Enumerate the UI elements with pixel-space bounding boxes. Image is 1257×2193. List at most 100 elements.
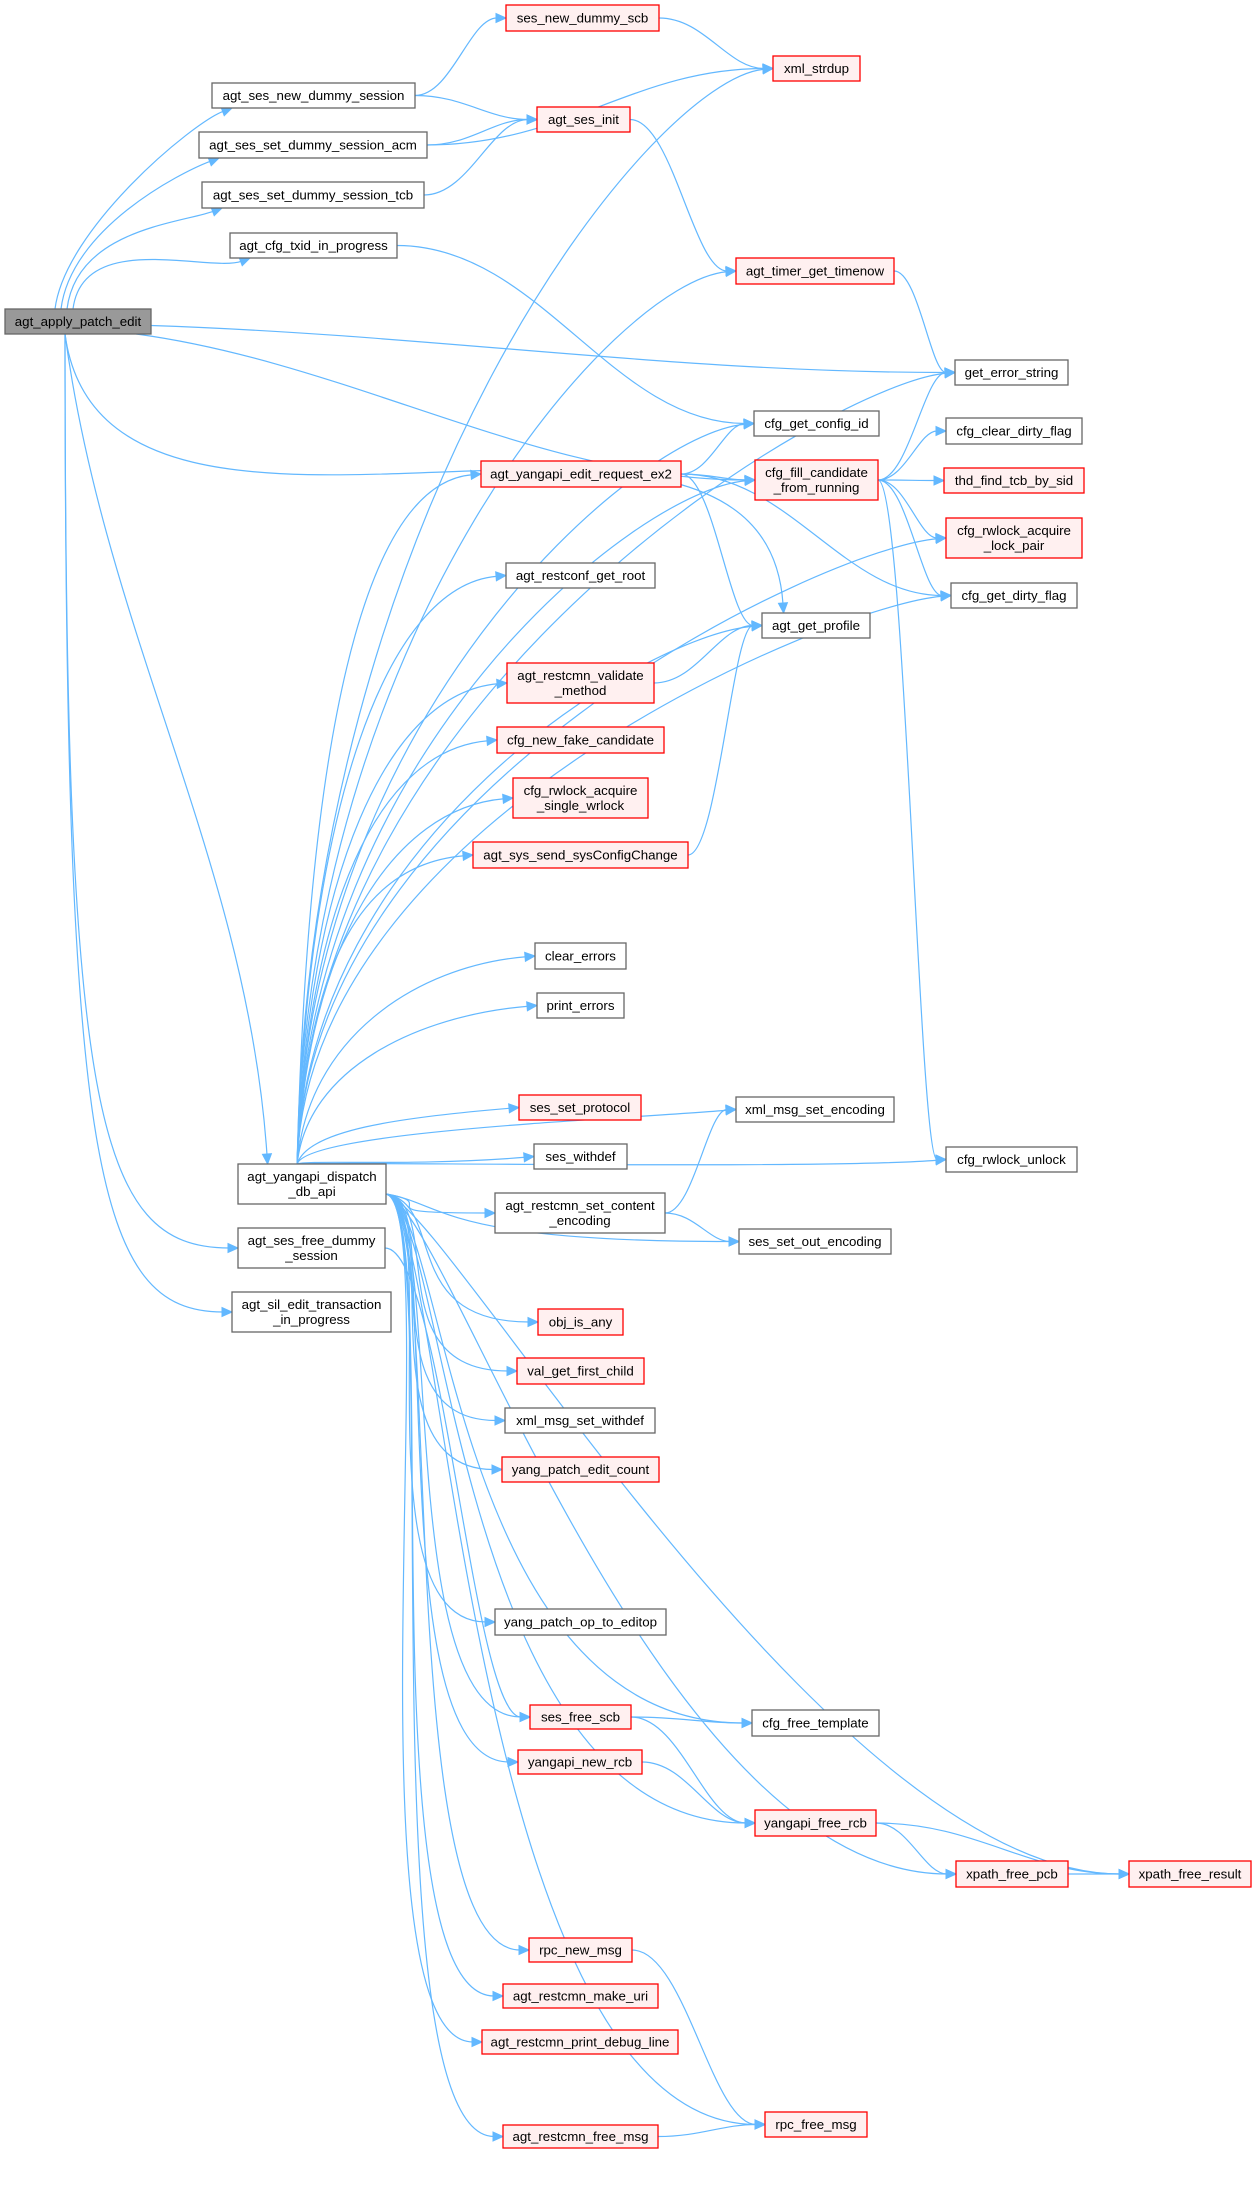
node-rpc-new-msg[interactable]: rpc_new_msg [528, 1937, 633, 1963]
node-xpath-free-result[interactable]: xpath_free_result [1128, 1860, 1252, 1888]
node-get-error-string[interactable]: get_error_string [954, 359, 1069, 386]
node-box [505, 562, 656, 589]
node-label: cfg_rwlock_acquire [524, 783, 638, 798]
arrowhead-icon [725, 266, 738, 278]
node-label: _session [284, 1248, 337, 1263]
node-label: clear_errors [545, 949, 616, 964]
edge-line [385, 1193, 474, 2043]
edge-agt-ses-new-dummy-session-to-ses-new-dummy-scb [414, 12, 508, 97]
node-agt-apply-patch-edit[interactable]: agt_apply_patch_edit [4, 308, 152, 335]
node-agt-ses-set-dummy-session-tcb[interactable]: agt_ses_set_dummy_session_tcb [201, 181, 425, 209]
edge-agt-yangapi-dispatch-db-api-to-ses-set-out-encoding [385, 1193, 741, 1247]
edge-agt-apply-patch-edit-to-agt-sil-edit-transaction-in-progress [64, 333, 234, 1318]
node-cfg-free-template[interactable]: cfg_free_template [751, 1709, 880, 1737]
node-obj-is-any[interactable]: obj_is_any [537, 1308, 624, 1336]
edge-line [664, 1212, 731, 1243]
node-ses-withdef[interactable]: ses_withdef [533, 1143, 628, 1170]
node-agt-sil-edit-transaction-in-progress[interactable]: agt_sil_edit_transaction_in_progress [231, 1291, 392, 1333]
node-label: ses_new_dummy_scb [517, 11, 649, 26]
edge-line [877, 479, 943, 597]
edge-line [296, 1156, 526, 1165]
node-ses-set-out-encoding[interactable]: ses_set_out_encoding [738, 1228, 892, 1255]
node-agt-yangapi-dispatch-db-api[interactable]: agt_yangapi_dispatch_db_api [237, 1163, 387, 1205]
edge-agt-sys-send-sysconfigchange-to-agt-get-profile [687, 620, 764, 856]
arrowhead-icon [518, 1944, 531, 1956]
node-yang-patch-op-to-editop[interactable]: yang_patch_op_to_editop [494, 1608, 667, 1636]
node-label: ses_free_scb [541, 1710, 620, 1725]
node-thd-find-tcb-by-sid[interactable]: thd_find_tcb_by_sid [943, 467, 1085, 494]
node-agt-restcmn-free-msg[interactable]: agt_restcmn_free_msg [502, 2124, 659, 2149]
edge-line [136, 333, 747, 481]
node-cfg-clear-dirty-flag[interactable]: cfg_clear_dirty_flag [945, 417, 1083, 445]
node-clear-errors[interactable]: clear_errors [534, 942, 627, 970]
node-yangapi-new-rcb[interactable]: yangapi_new_rcb [517, 1749, 643, 1775]
node-yang-patch-edit-count[interactable]: yang_patch_edit_count [501, 1456, 660, 1483]
node-agt-cfg-txid-in-progress[interactable]: agt_cfg_txid_in_progress [229, 232, 398, 259]
edge-line [296, 68, 765, 1165]
node-cfg-get-config-id[interactable]: cfg_get_config_id [753, 410, 880, 437]
node-cfg-fill-candidate-from-running[interactable]: cfg_fill_candidate_from_running [754, 459, 879, 501]
edge-line [296, 271, 728, 1165]
edge-line [296, 480, 747, 1165]
node-agt-restcmn-print-debug-line[interactable]: agt_restcmn_print_debug_line [481, 2029, 679, 2055]
node-box [943, 467, 1085, 494]
node-label: agt_ses_free_dummy [248, 1233, 376, 1248]
edge-agt-yangapi-dispatch-db-api-to-agt-restcmn-validate-method [296, 678, 509, 1165]
node-cfg-rwlock-unlock[interactable]: cfg_rwlock_unlock [945, 1146, 1078, 1173]
node-print-errors[interactable]: print_errors [536, 992, 625, 1019]
arrowhead-icon [728, 1236, 741, 1247]
arrowhead-icon [502, 793, 515, 805]
node-xpath-free-pcb[interactable]: xpath_free_pcb [955, 1860, 1069, 1888]
node-cfg-get-dirty-flag[interactable]: cfg_get_dirty_flag [950, 582, 1078, 609]
node-agt-ses-free-dummy-session[interactable]: agt_ses_free_dummy_session [237, 1227, 386, 1269]
node-agt-get-profile[interactable]: agt_get_profile [761, 612, 871, 639]
node-label: val_get_first_child [527, 1364, 633, 1379]
arrowhead-icon [508, 1103, 521, 1114]
edge-line [385, 1193, 757, 2126]
node-yangapi-free-rcb[interactable]: yangapi_free_rcb [754, 1809, 877, 1837]
node-cfg-rwlock-acquire-single-wrlock[interactable]: cfg_rwlock_acquire_single_wrlock [512, 777, 649, 819]
node-cfg-new-fake-candidate[interactable]: cfg_new_fake_candidate [496, 726, 665, 754]
node-rpc-free-msg[interactable]: rpc_free_msg [764, 2111, 868, 2138]
node-box [955, 1860, 1069, 1888]
node-agt-ses-set-dummy-session-acm[interactable]: agt_ses_set_dummy_session_acm [198, 131, 428, 159]
arrowhead-icon [526, 1001, 539, 1012]
edge-line [893, 270, 947, 374]
node-box [954, 359, 1069, 386]
edge-agt-yangapi-dispatch-db-api-to-xml-msg-set-encoding [296, 1105, 738, 1165]
node-agt-restcmn-validate-method[interactable]: agt_restcmn_validate_method [506, 662, 655, 704]
node-box [945, 517, 1083, 559]
edge-line [664, 1108, 728, 1214]
node-ses-new-dummy-scb[interactable]: ses_new_dummy_scb [505, 4, 660, 32]
node-box [536, 992, 625, 1019]
node-xml-msg-set-withdef[interactable]: xml_msg_set_withdef [504, 1407, 656, 1434]
node-label: rpc_free_msg [775, 2117, 856, 2132]
node-agt-restcmn-make-uri[interactable]: agt_restcmn_make_uri [502, 1983, 659, 2009]
node-agt-sys-send-sysconfigchange[interactable]: agt_sys_send_sysConfigChange [472, 841, 689, 869]
edge-agt-timer-get-timenow-to-get-error-string [893, 270, 957, 378]
node-agt-ses-new-dummy-session[interactable]: agt_ses_new_dummy_session [211, 82, 416, 109]
edge-line [296, 683, 499, 1165]
node-agt-restconf-get-root[interactable]: agt_restconf_get_root [505, 562, 656, 589]
node-val-get-first-child[interactable]: val_get_first_child [516, 1357, 645, 1385]
node-box [480, 460, 682, 488]
node-label: _lock_pair [983, 538, 1045, 553]
edge-line [296, 538, 938, 1165]
node-label: agt_ses_set_dummy_session_acm [209, 138, 417, 153]
node-ses-free-scb[interactable]: ses_free_scb [529, 1704, 632, 1730]
arrowhead-icon [492, 1990, 505, 2002]
edge-agt-yangapi-dispatch-db-api-to-xpath-free-pcb [385, 1193, 958, 1880]
node-xml-msg-set-encoding[interactable]: xml_msg_set_encoding [735, 1096, 895, 1123]
node-cfg-rwlock-acquire-lock-pair[interactable]: cfg_rwlock_acquire_lock_pair [945, 517, 1083, 559]
node-agt-ses-init[interactable]: agt_ses_init [536, 106, 631, 133]
node-agt-timer-get-timenow[interactable]: agt_timer_get_timenow [735, 257, 895, 285]
node-agt-yangapi-edit-request-ex2[interactable]: agt_yangapi_edit_request_ex2 [480, 460, 682, 488]
arrowhead-icon [725, 1105, 738, 1116]
node-agt-restcmn-set-content-encoding[interactable]: agt_restcmn_set_content_encoding [494, 1192, 666, 1234]
node-label: xml_strdup [784, 61, 849, 76]
edge-agt-yangapi-dispatch-db-api-to-cfg-free-template [385, 1193, 754, 1729]
node-ses-set-protocol[interactable]: ses_set_protocol [518, 1094, 642, 1121]
node-xml-strdup[interactable]: xml_strdup [772, 55, 861, 82]
edge-agt-yangapi-edit-request-ex2-to-cfg-get-config-id [680, 418, 756, 475]
edge-line [396, 244, 746, 425]
